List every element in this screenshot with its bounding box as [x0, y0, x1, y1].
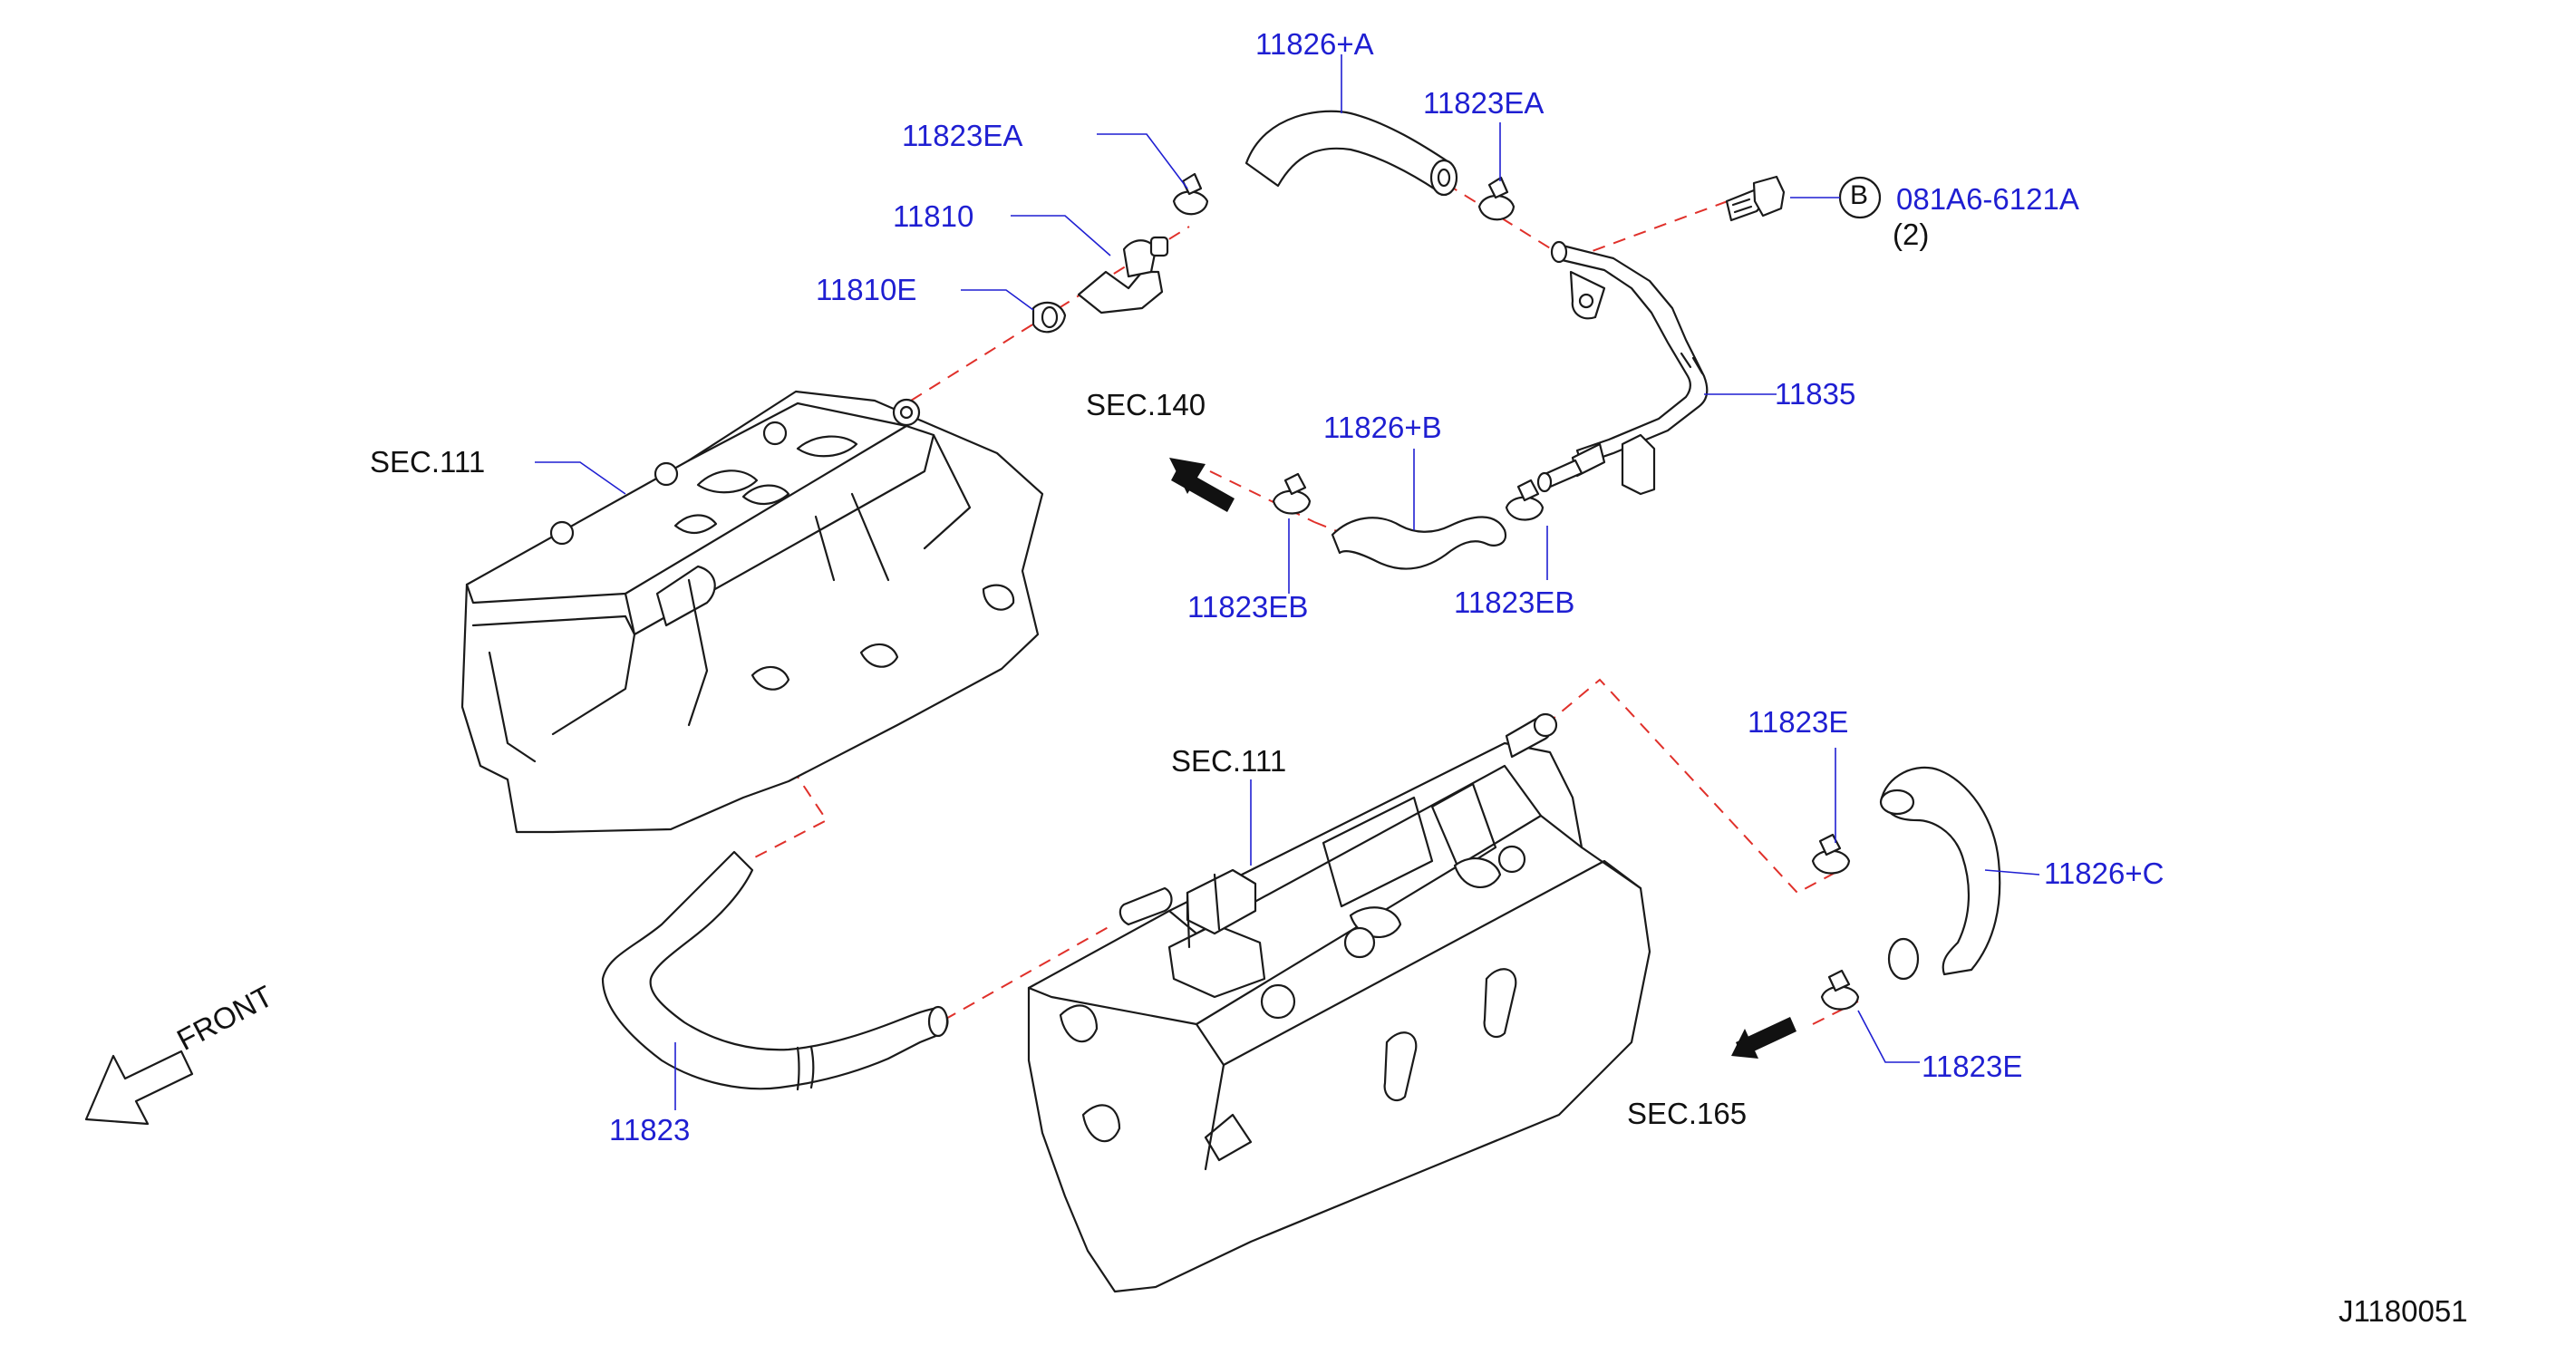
- label-081a6-6121a[interactable]: 081A6-6121A: [1896, 182, 2079, 216]
- bolt-circle-letter: B: [1850, 180, 1869, 210]
- hose-11823: [601, 850, 949, 1091]
- label-sec165[interactable]: SEC.165: [1627, 1097, 1748, 1130]
- clamp-11823ea-left: [1172, 172, 1209, 216]
- front-arrow-icon: [84, 1050, 194, 1126]
- clamp-11823e-upper: [1811, 833, 1851, 875]
- label-bolt-quantity: (2): [1893, 218, 1930, 251]
- label-11810e[interactable]: 11810E: [816, 273, 917, 306]
- tube-11835: [1536, 240, 1709, 496]
- diagram-id: J1180051: [2339, 1294, 2468, 1328]
- label-11826b[interactable]: 11826+B: [1323, 411, 1442, 444]
- label-11823e-lower[interactable]: 11823E: [1922, 1050, 2023, 1083]
- label-11826a[interactable]: 11826+A: [1255, 27, 1374, 61]
- upper-engine-drawing: [460, 390, 1044, 834]
- label-11826c[interactable]: 11826+C: [2044, 856, 2164, 890]
- label-11823eb-right[interactable]: 11823EB: [1454, 585, 1575, 619]
- lower-engine-drawing: [1027, 712, 1651, 1293]
- label-sec140[interactable]: SEC.140: [1086, 388, 1206, 421]
- grommet-11810e: [1031, 301, 1067, 334]
- bolt-081a6: [1725, 175, 1882, 222]
- clamp-11823e-lower: [1820, 969, 1860, 1011]
- label-sec111-upper[interactable]: SEC.111: [370, 445, 486, 479]
- label-11823ea-left[interactable]: 11823EA: [902, 119, 1023, 152]
- label-11823eb-left[interactable]: 11823EB: [1187, 590, 1309, 624]
- hose-11826b: [1331, 516, 1507, 570]
- label-11823e-upper[interactable]: 11823E: [1748, 705, 1849, 739]
- pcv-valve-11810: [1077, 236, 1169, 314]
- label-11810[interactable]: 11810: [893, 199, 974, 233]
- hose-11826c: [1879, 766, 2001, 981]
- label-11823[interactable]: 11823: [609, 1113, 691, 1147]
- arrow-sec140: [1169, 458, 1235, 512]
- clamp-11823eb-left: [1272, 472, 1312, 515]
- clamp-11823eb-right: [1505, 479, 1545, 521]
- label-sec111-lower[interactable]: SEC.111: [1171, 744, 1287, 778]
- hose-11826a: [1244, 110, 1458, 197]
- label-11823ea-right[interactable]: 11823EA: [1423, 86, 1545, 120]
- label-11835[interactable]: 11835: [1775, 377, 1856, 411]
- clamp-11823ea-right: [1477, 176, 1516, 221]
- leader-lines: [535, 54, 2040, 1110]
- arrow-sec165: [1731, 1017, 1796, 1059]
